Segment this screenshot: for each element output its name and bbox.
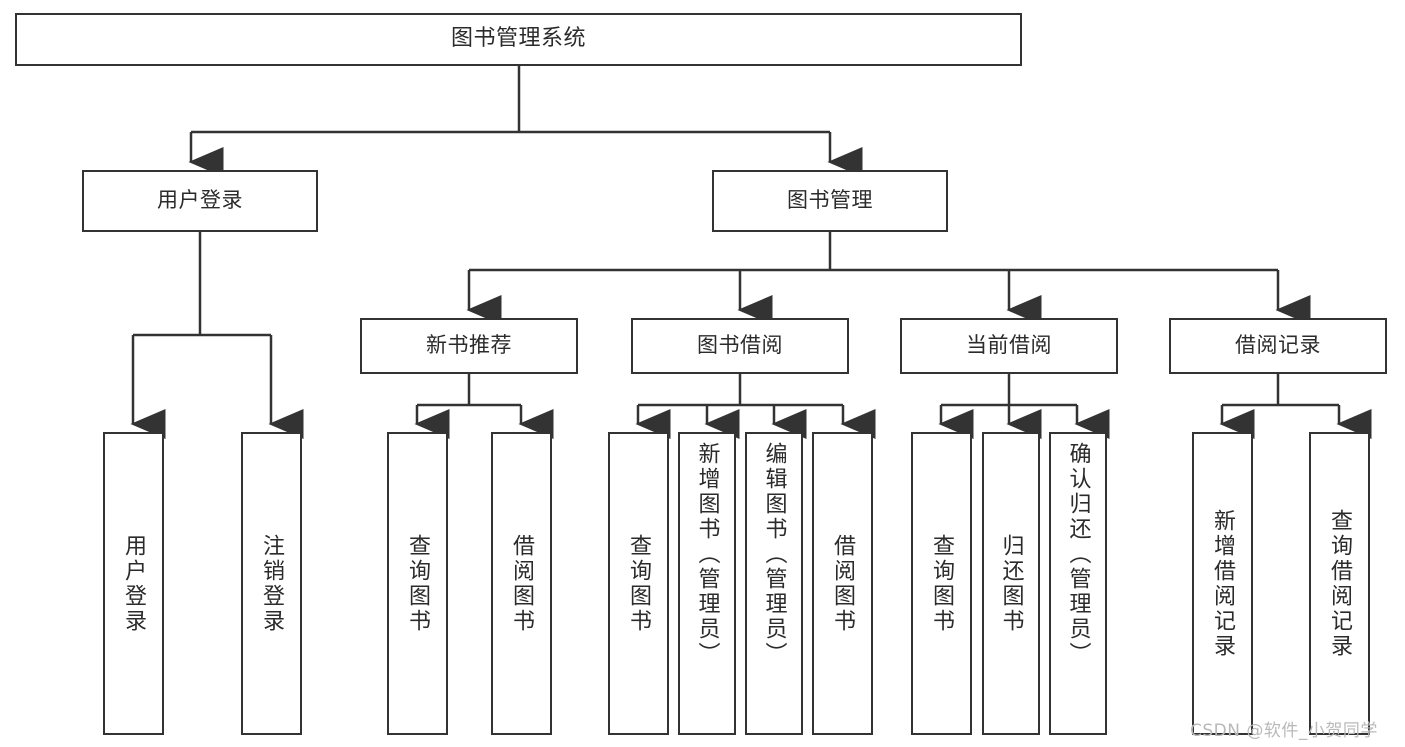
node-leaf-query-book-current[interactable]: 查询图书: [911, 432, 972, 735]
node-leaf-add-borrow-record[interactable]: 新增借阅记录: [1192, 432, 1253, 735]
node-leaf-borrow-book-borrow[interactable]: 借阅图书: [812, 432, 873, 735]
node-leaf-confirm-return-admin[interactable]: 确认归还（管理员）: [1049, 432, 1107, 735]
node-leaf-edit-book-admin-label: 编辑图书（管理员）: [761, 442, 787, 667]
node-leaf-add-book-admin-label: 新增图书（管理员）: [694, 442, 720, 667]
node-book-management[interactable]: 图书管理: [712, 170, 948, 232]
node-leaf-confirm-return-admin-label: 确认归还（管理员）: [1065, 442, 1091, 667]
node-leaf-borrow-book-borrow-label: 借阅图书: [830, 533, 856, 634]
node-new-book-recommend[interactable]: 新书推荐: [360, 318, 578, 374]
csdn-watermark: CSDN @软件_小贺同学: [1190, 716, 1378, 741]
node-leaf-logout[interactable]: 注销登录: [241, 432, 302, 735]
node-leaf-query-book-recommend-label: 查询图书: [405, 533, 431, 634]
node-current-borrow[interactable]: 当前借阅: [900, 318, 1118, 374]
node-leaf-query-borrow-record[interactable]: 查询借阅记录: [1309, 432, 1370, 735]
node-leaf-query-book-borrow[interactable]: 查询图书: [608, 432, 669, 735]
node-leaf-query-book-recommend[interactable]: 查询图书: [387, 432, 448, 735]
node-leaf-query-book-current-label: 查询图书: [929, 533, 955, 634]
node-book-management-label: 图书管理: [787, 188, 873, 213]
node-new-book-recommend-label: 新书推荐: [426, 333, 512, 358]
node-root-system[interactable]: 图书管理系统: [15, 13, 1022, 66]
node-leaf-query-book-borrow-label: 查询图书: [626, 533, 652, 634]
node-leaf-return-book-label: 归还图书: [998, 533, 1024, 634]
node-user-login-label: 用户登录: [157, 188, 243, 213]
node-leaf-return-book[interactable]: 归还图书: [982, 432, 1040, 735]
node-leaf-add-book-admin[interactable]: 新增图书（管理员）: [678, 432, 736, 735]
node-borrow-record-label: 借阅记录: [1235, 333, 1321, 358]
csdn-watermark-text: CSDN @软件_小贺同学: [1190, 721, 1378, 741]
node-leaf-borrow-book-recommend[interactable]: 借阅图书: [491, 432, 552, 735]
node-book-borrow-label: 图书借阅: [697, 333, 783, 358]
node-book-borrow[interactable]: 图书借阅: [631, 318, 849, 374]
node-leaf-user-login-label: 用户登录: [121, 533, 147, 634]
node-root-system-label: 图书管理系统: [450, 26, 586, 52]
node-leaf-user-login[interactable]: 用户登录: [103, 432, 164, 735]
node-leaf-query-borrow-record-label: 查询借阅记录: [1327, 508, 1353, 659]
node-user-login[interactable]: 用户登录: [82, 170, 318, 232]
node-leaf-logout-label: 注销登录: [259, 533, 285, 634]
node-leaf-edit-book-admin[interactable]: 编辑图书（管理员）: [745, 432, 803, 735]
node-borrow-record[interactable]: 借阅记录: [1169, 318, 1387, 374]
node-current-borrow-label: 当前借阅: [966, 333, 1052, 358]
node-leaf-add-borrow-record-label: 新增借阅记录: [1210, 508, 1236, 659]
node-leaf-borrow-book-recommend-label: 借阅图书: [509, 533, 535, 634]
